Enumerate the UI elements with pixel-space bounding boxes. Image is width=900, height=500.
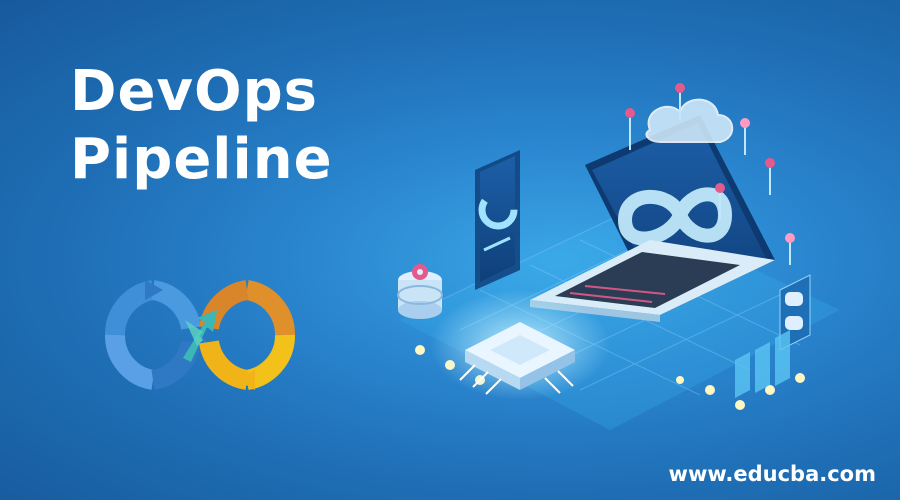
phone-panel-icon — [475, 150, 520, 290]
site-url[interactable]: www.educba.com — [668, 462, 876, 486]
cloud-icon — [645, 98, 734, 143]
banner-title: DevOps Pipeline — [70, 58, 333, 194]
processor-chip-icon — [430, 290, 610, 400]
title-line-devops: DevOps — [70, 59, 318, 124]
devops-infinity-logo-icon — [105, 280, 295, 390]
bar-columns-icon — [735, 330, 790, 398]
devops-tech-illustration — [397, 83, 840, 430]
database-gear-icon — [397, 264, 443, 319]
location-pins — [625, 83, 795, 265]
laptop-icon — [530, 115, 775, 322]
title-line-pipeline: Pipeline — [70, 127, 333, 192]
code-panel-icon — [779, 274, 811, 351]
